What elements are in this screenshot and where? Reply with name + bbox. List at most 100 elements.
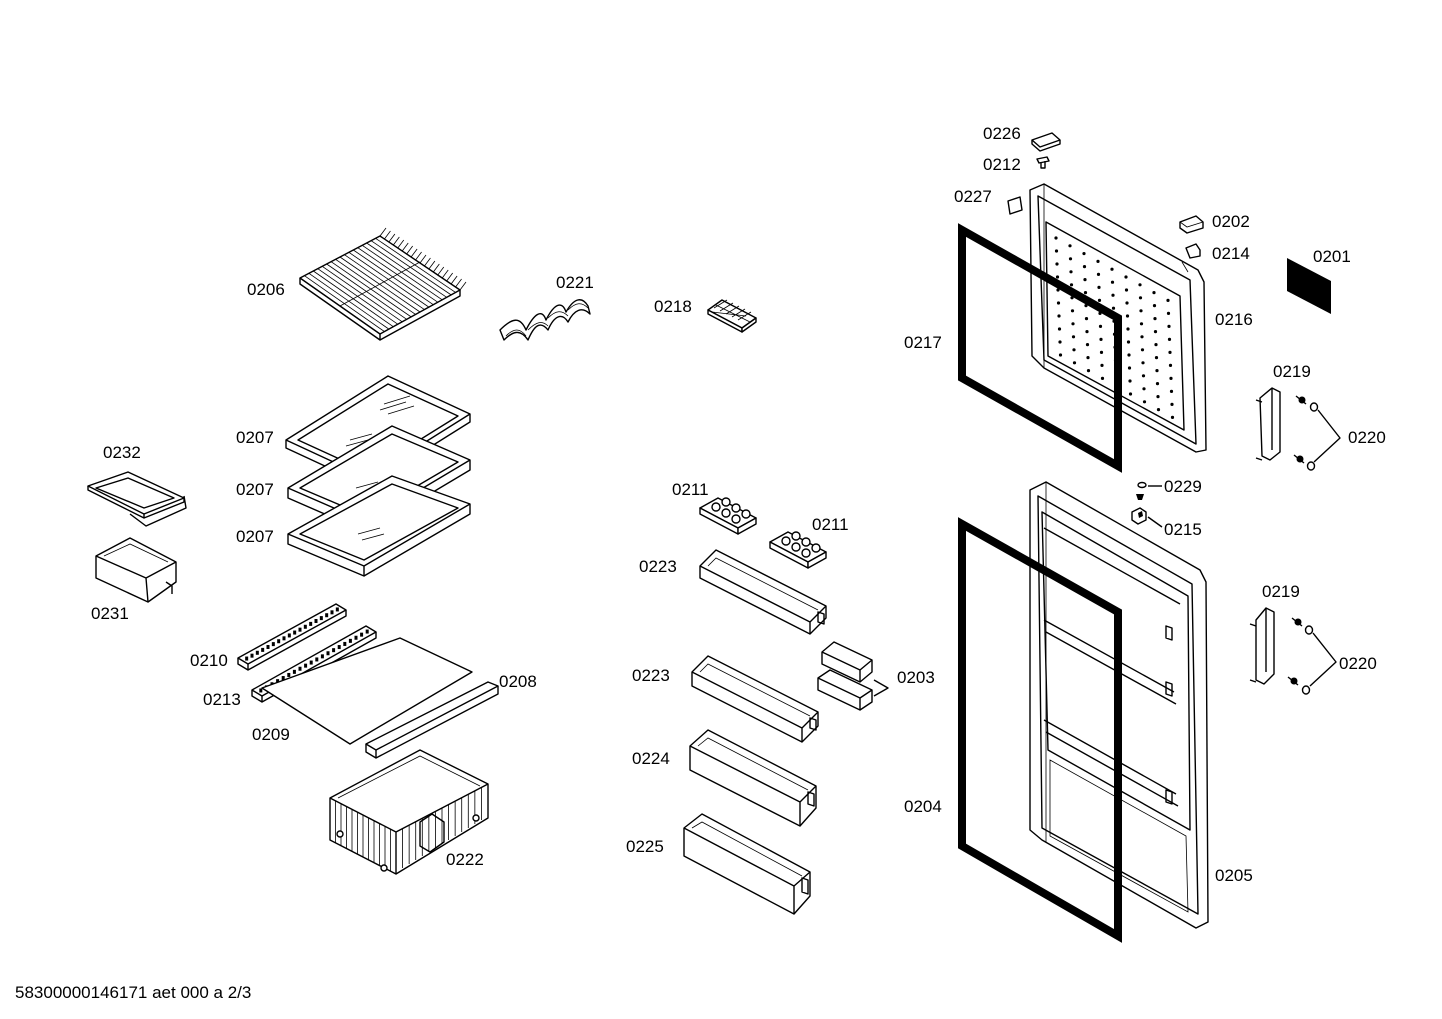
label-0220-lower: 0220 [1339,654,1377,673]
door-dot [1127,366,1132,370]
door-dot [1058,353,1063,357]
vent-slit [287,633,291,638]
label-0204: 0204 [904,797,942,816]
door-dot [1072,348,1076,352]
part-0226-clip [1031,132,1061,152]
label-0220-upper: 0220 [1348,428,1386,447]
part-0214-bracket [1185,243,1201,259]
wire-rod-end [437,266,445,276]
door-dot [1128,379,1132,383]
wire-rod-end [384,230,391,240]
wire-rod [344,254,425,310]
door-dot [1082,265,1087,269]
door-dot [1127,353,1131,357]
vent-slit [292,669,296,674]
part-0203-butter-compartment [817,641,889,711]
door-dot [1152,304,1157,308]
vent-slit [360,632,364,637]
door-dot [1154,343,1158,347]
vent-slit [343,641,347,646]
vent-slit [277,639,281,644]
wire-rod [357,247,439,303]
door-dot [1142,400,1147,404]
part-0211-egg-tray-2 [769,531,827,569]
vent-slit [332,648,336,653]
vent-slit [309,660,313,665]
door-dot [1110,280,1115,284]
door-dot [1155,382,1160,386]
door-dot [1071,335,1076,339]
part-0212-hinge-pin [1036,156,1050,169]
vent-slit [250,653,254,658]
label-0214: 0214 [1212,244,1250,263]
door-dot [1110,267,1114,271]
vent-slit [259,688,263,693]
part-0219-handle-lower [1249,607,1275,685]
label-0218: 0218 [654,297,692,316]
part-0215-hinge-block [1131,494,1163,528]
part-0213-vent-strip [251,625,377,703]
part-0204-fridge-gasket [958,517,1122,943]
door-dot [1058,340,1062,344]
vent-slit [348,638,352,643]
vent-slit [354,635,358,640]
door-dot [1097,298,1102,302]
door-dot [1086,369,1091,373]
door-dot [1168,363,1173,367]
door-dot [1142,387,1146,391]
door-dot [1167,337,1172,341]
vent-slit [293,630,297,635]
wire-rod [348,252,430,308]
door-dot [1156,395,1160,399]
label-0203: 0203 [897,668,935,687]
label-0207-1: 0207 [236,428,274,447]
label-0217: 0217 [904,333,942,352]
wire-rod-end [446,272,453,282]
part-0207-glass-shelf-3 [287,475,471,577]
door-dot [1170,402,1174,406]
label-0210: 0210 [190,651,228,670]
part-labels: 0226 0212 0227 0202 0214 0201 0216 0217 … [91,124,1386,885]
vent-slit [276,679,280,684]
part-0210-vent-strip [237,603,347,671]
vent-slit [326,651,330,656]
part-0221-bottle-rack [499,299,591,341]
door-dot [1099,337,1103,341]
part-0229-pin [1137,481,1162,489]
part-0220-screws-upper [1293,395,1341,471]
vent-slit [320,654,324,659]
label-0224: 0224 [632,749,670,768]
wire-rod [366,242,447,298]
door-dot [1152,291,1156,295]
part-0217-freezer-gasket [958,223,1122,473]
label-0231: 0231 [91,604,129,623]
door-dot [1083,291,1088,295]
vent-slit [282,636,286,641]
wire-rod-end [415,251,422,261]
part-0218-ice-tray [707,299,757,333]
door-dot [1054,249,1059,253]
label-0207-2: 0207 [236,480,274,499]
door-dot [1168,350,1172,354]
label-0211-2: 0211 [812,515,849,534]
wire-rod-end [419,254,427,264]
wire-rod [375,238,456,293]
door-dot [1141,374,1146,378]
door-dot [1141,361,1145,365]
wire-rod-end [441,269,449,279]
label-0205: 0205 [1215,866,1253,885]
label-0202: 0202 [1212,212,1250,231]
drawing-number: 58300000146171 aet 000 a 2/3 [15,983,251,1002]
vent-slit [314,619,318,623]
door-dot [1098,324,1103,328]
door-dot [1140,348,1145,352]
part-0211-egg-tray-1 [699,497,757,535]
door-dot [1140,335,1144,339]
door-dot [1086,356,1090,360]
vent-slit [309,621,313,626]
door-dot [1099,350,1104,354]
wire-rod [370,240,452,296]
part-0232-tray-cover [87,471,187,527]
door-dot [1055,275,1060,279]
door-dot [1126,340,1131,344]
